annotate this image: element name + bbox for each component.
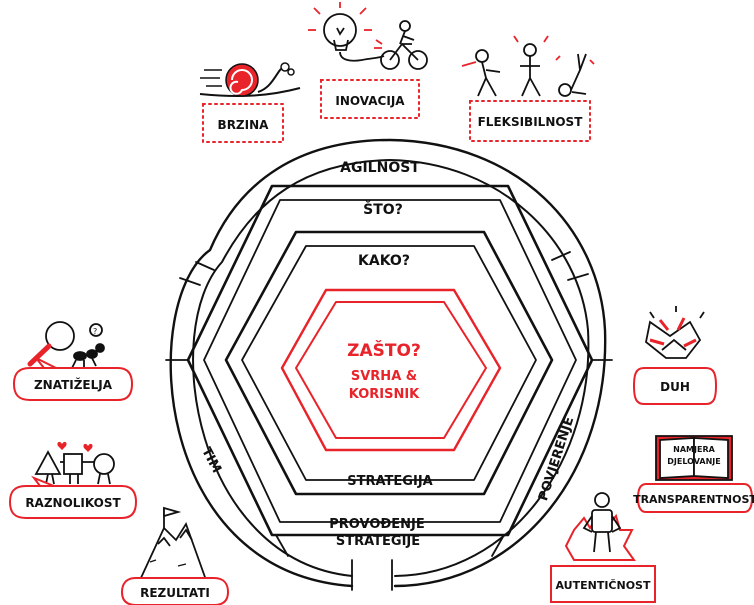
strategy-label: STRATEGIJA — [347, 474, 432, 489]
transparency-item: NAMJERA DJELOVANJE TRANSPARENTNOST — [633, 435, 754, 513]
results-item: REZULTATI — [120, 506, 230, 605]
execution-label-line2: STRATEGIJE — [336, 534, 420, 549]
mountain-flag-icon — [139, 506, 207, 581]
speed-label: BRZINA — [218, 118, 270, 132]
results-bubble — [120, 577, 230, 605]
magnifier-ant-icon: ? — [27, 321, 105, 369]
ring-divider — [567, 273, 589, 281]
speed-box — [202, 103, 284, 143]
curiosity-bubble — [12, 357, 134, 401]
what-label: ŠTO? — [363, 200, 403, 218]
ring-divider — [551, 251, 571, 261]
yoga-figures-icon — [461, 35, 595, 97]
transparency-bubble — [636, 483, 754, 513]
core-hexagon-outer — [280, 288, 502, 452]
curiosity-item: ? ZNATIŽELJA — [12, 321, 134, 401]
snail-icon — [199, 62, 301, 97]
book-text-line2: DJELOVANJE — [667, 457, 720, 466]
book-text-line1: NAMJERA — [673, 445, 715, 454]
agility-diagram — [165, 138, 613, 591]
hexagon-what-inner — [203, 199, 577, 523]
ring-divider — [195, 261, 215, 271]
open-book-icon — [655, 435, 733, 481]
innovation-box — [320, 79, 420, 119]
innovation-item: INOVACIJA — [308, 2, 428, 119]
agility-label: AGILNOST — [340, 160, 420, 176]
ring-divider — [275, 534, 289, 557]
hexagon-how — [224, 230, 554, 496]
transparency-label: TRANSPARENTNOST — [633, 493, 754, 506]
trust-label: POVJERENJE — [536, 415, 577, 503]
core-purpose — [280, 288, 502, 452]
team-label: TIM — [198, 445, 224, 476]
flexibility-label: FLEKSIBILNOST — [478, 115, 584, 129]
lightbulb-bicycle-icon — [308, 2, 428, 70]
core-subtitle-line1: SVRHA & — [351, 369, 417, 384]
authenticity-label: AUTENTIČNOST — [556, 579, 651, 592]
authenticity-item: AUTENTIČNOST — [550, 492, 656, 603]
execution-label-line1: PROVOĐENJE — [329, 517, 425, 532]
ring-divider — [179, 277, 201, 286]
core-hexagon-inner — [295, 301, 487, 439]
flexibility-box — [469, 100, 591, 142]
speed-item: BRZINA — [199, 62, 301, 143]
spirit-label: DUH — [660, 380, 690, 394]
outer-ring-inner — [192, 159, 590, 577]
confident-person-icon — [564, 492, 636, 561]
svg-text:?: ? — [93, 327, 97, 336]
stacked-hands-icon — [645, 306, 705, 359]
how-label: KAKO? — [358, 253, 410, 269]
authenticity-box — [550, 565, 656, 603]
spirit-item: DUH — [632, 306, 718, 405]
outer-ring — [169, 138, 607, 588]
diversity-item: RAZNOLIKOST — [8, 441, 138, 519]
diversity-label: RAZNOLIKOST — [25, 496, 121, 510]
flexibility-item: FLEKSIBILNOST — [461, 35, 595, 142]
diversity-bubble — [8, 475, 138, 519]
curiosity-label: ZNATIŽELJA — [34, 377, 113, 392]
spirit-bubble — [632, 367, 718, 405]
core-subtitle-line2: KORISNIK — [349, 387, 420, 402]
ring-divider — [491, 534, 505, 557]
core-title: ZAŠTO? — [347, 339, 421, 361]
results-label: REZULTATI — [140, 586, 210, 600]
innovation-label: INOVACIJA — [335, 94, 405, 108]
hexagon-how-inner — [241, 245, 537, 481]
shapes-people-icon — [34, 441, 115, 485]
